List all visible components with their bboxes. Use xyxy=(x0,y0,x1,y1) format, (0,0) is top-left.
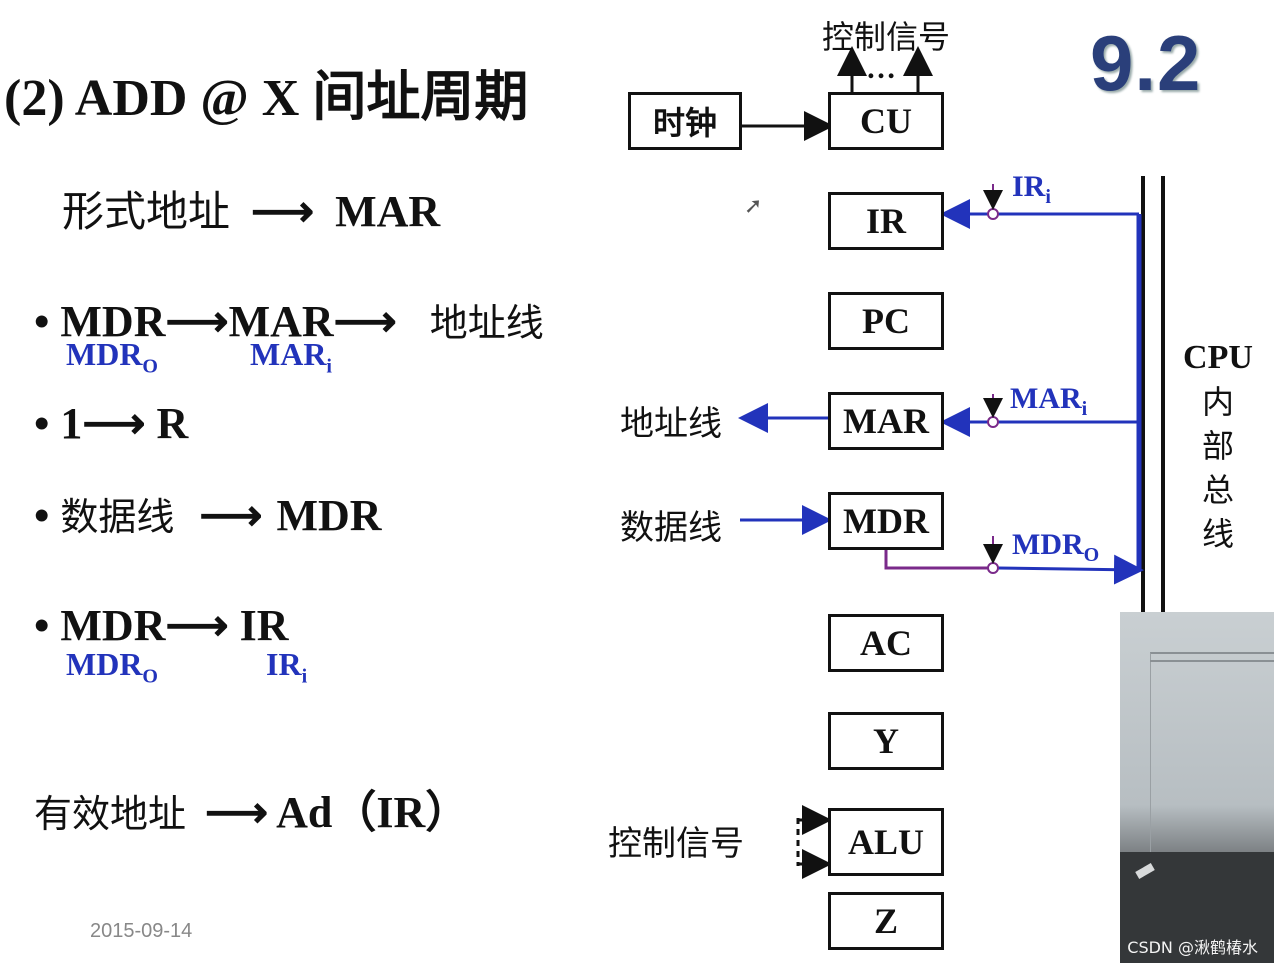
step-mdr-to-ir-a: MDR xyxy=(60,601,166,650)
register-alu: ALU xyxy=(828,808,944,876)
signal-sub: O xyxy=(142,355,158,378)
step-dataline-to-mdr: • 数据线 ⟶ MDR xyxy=(34,486,382,541)
signal-mar-in-1: MARi xyxy=(250,336,332,378)
bullet: • xyxy=(34,601,50,650)
step-mdr-to-mar-a: MDR xyxy=(60,297,166,346)
ir-gate xyxy=(987,208,999,220)
section-number: 9.2 xyxy=(1090,19,1202,107)
register-mar: MAR xyxy=(828,392,944,450)
signal-sub: i xyxy=(1081,398,1088,420)
mar-gate xyxy=(987,416,999,428)
step-mdr-to-mar-c: 地址线 xyxy=(429,301,544,345)
mdr-out-arrow xyxy=(997,554,1144,585)
signal-sub: O xyxy=(142,665,158,688)
signal-mar-in: MARi xyxy=(1010,382,1087,421)
mdr-out-path xyxy=(884,548,988,570)
register-ir: IR xyxy=(828,192,944,250)
step-mdr-to-ir-arrow: ⟶ xyxy=(165,601,229,650)
step-mdr-to-ir-b: IR xyxy=(239,601,289,650)
step-effective-address-left: 有效地址 xyxy=(34,792,187,836)
signal-text: IR xyxy=(1012,170,1046,203)
register-label: MAR xyxy=(843,401,929,441)
register-y: Y xyxy=(828,712,944,770)
address-line-label: 地址线 xyxy=(620,404,722,444)
cu-control-signal-label: 控制信号 xyxy=(822,18,951,56)
register-label: Y xyxy=(873,721,899,761)
register-label: MDR xyxy=(843,501,929,541)
step-effective-address-right: Ad（IR） xyxy=(276,788,470,837)
bus-label-cn-3: 总 xyxy=(1201,471,1234,509)
cpu-internal-bus-label: CPU 内 部 总 线 xyxy=(1178,336,1258,556)
register-mdr: MDR xyxy=(828,492,944,550)
title-prefix: (2) ADD @ X xyxy=(4,70,313,127)
step-one-to-r-a: 1 xyxy=(60,399,83,448)
signal-mdr-out-1: MDRO xyxy=(66,336,158,378)
step-mdr-to-mar-arrow2: ⟶ xyxy=(333,297,397,346)
slide-date: 2015-09-14 xyxy=(90,920,193,942)
step-formal-address-left: 形式地址 xyxy=(62,187,231,236)
signal-ir-in: IRi xyxy=(1012,170,1051,209)
step-effective-address-arrow: ⟶ xyxy=(205,788,269,837)
signal-text: MAR xyxy=(250,336,327,372)
mouse-cursor-icon: ➚ xyxy=(744,194,763,219)
signal-sub: i xyxy=(326,355,332,378)
signal-sub: O xyxy=(1083,544,1100,566)
signal-text: MAR xyxy=(1010,382,1082,415)
register-label: IR xyxy=(865,201,906,241)
register-ac: AC xyxy=(828,614,944,672)
webcam-wall-line xyxy=(1150,660,1274,662)
signal-text: MDR xyxy=(1012,528,1084,561)
step-mdr-to-mar-b: MAR xyxy=(228,297,334,346)
step-effective-address: 有效地址 ⟶Ad（IR） xyxy=(34,776,469,840)
signal-text: IR xyxy=(266,646,302,682)
signal-mdr-out: MDRO xyxy=(1012,528,1099,567)
step-formal-address-right: MAR xyxy=(335,187,441,236)
register-label: PC xyxy=(862,301,910,341)
step-mdr-to-mar: • MDR⟶MAR⟶ 地址线 xyxy=(34,292,544,347)
webcam-wall-panel xyxy=(1150,652,1274,854)
slide-title: (2) ADD @ X 间址周期 xyxy=(4,52,528,131)
clock-label: 时钟 xyxy=(652,104,717,142)
bullet: • xyxy=(34,491,50,540)
step-dataline-to-mdr-arrow: ⟶ xyxy=(199,491,263,540)
mdr-gate xyxy=(987,562,999,574)
signal-mdr-out-2: MDRO xyxy=(66,646,158,688)
step-formal-address-arrow: ⟶ xyxy=(251,187,315,236)
step-dataline-to-mdr-b: MDR xyxy=(276,491,382,540)
step-one-to-r-b: R xyxy=(156,399,189,448)
register-label: Z xyxy=(873,901,898,941)
alu-control-signal-label: 控制信号 xyxy=(608,824,744,864)
register-label: AC xyxy=(860,623,912,663)
step-dataline-to-mdr-a: 数据线 xyxy=(60,495,175,539)
clock-box: 时钟 xyxy=(628,92,742,150)
data-line-label: 数据线 xyxy=(620,508,722,548)
signal-sub: i xyxy=(301,665,308,688)
step-mdr-to-ir: • MDR⟶ IR xyxy=(34,600,288,651)
step-one-to-r: • 1⟶ R xyxy=(34,398,188,449)
register-pc: PC xyxy=(828,292,944,350)
bus-label-cn-2: 部 xyxy=(1201,427,1234,465)
watermark: CSDN @湫鹤椿水 xyxy=(1127,938,1258,957)
register-cu: CU xyxy=(828,92,944,150)
bullet: • xyxy=(34,297,50,346)
webcam-overlay xyxy=(1120,612,1274,963)
signal-text: MDR xyxy=(66,646,143,682)
bus-label-cn-4: 线 xyxy=(1201,515,1234,553)
signal-sub: i xyxy=(1045,186,1051,208)
register-z: Z xyxy=(828,892,944,950)
title-cn: 间址周期 xyxy=(312,65,529,128)
bus-label-en: CPU xyxy=(1183,339,1253,376)
signal-ir-in-1: IRi xyxy=(266,646,307,688)
cu-ellipsis: … xyxy=(866,52,896,85)
bullet: • xyxy=(34,399,50,448)
signal-text: MDR xyxy=(66,336,143,372)
step-formal-address: 形式地址 ⟶ MAR xyxy=(62,178,440,239)
register-label: CU xyxy=(860,101,912,141)
register-label: ALU xyxy=(847,822,924,862)
step-one-to-r-arrow: ⟶ xyxy=(82,399,146,448)
bus-label-cn-1: 内 xyxy=(1201,383,1234,421)
step-mdr-to-mar-arrow1: ⟶ xyxy=(165,297,229,346)
